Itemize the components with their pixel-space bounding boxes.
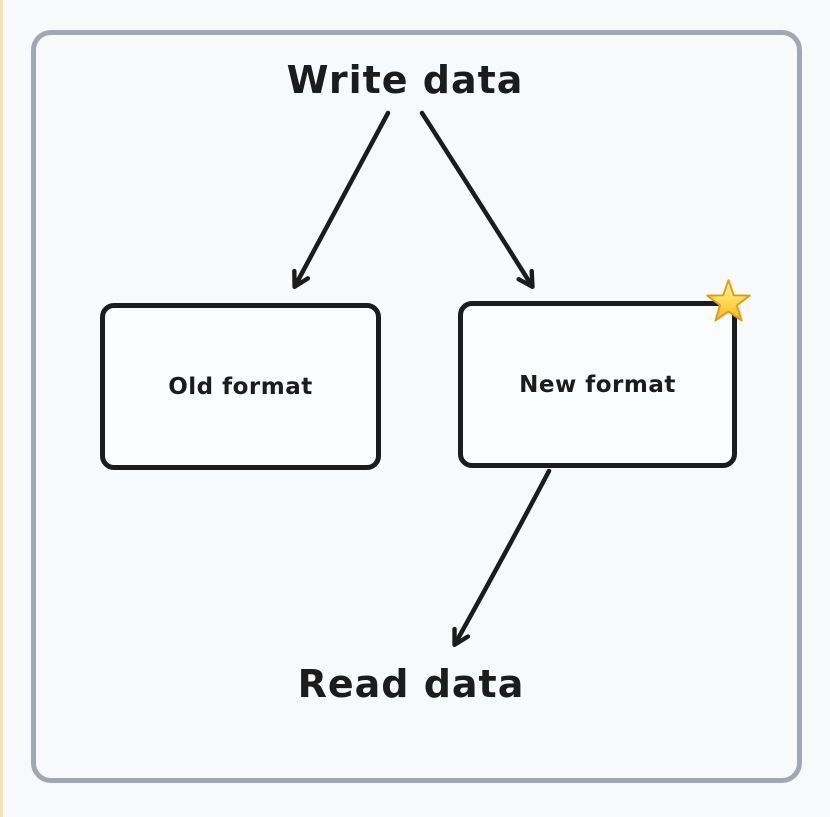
old-format-label: Old format <box>168 373 313 400</box>
write-data-label: Write data <box>286 58 524 102</box>
diagram-frame <box>31 30 802 783</box>
read-data-label: Read data <box>297 662 525 706</box>
star-icon <box>706 279 751 322</box>
old-format-node: Old format <box>100 303 381 470</box>
page-edge-strip <box>0 0 3 817</box>
new-format-label: New format <box>519 371 676 398</box>
new-format-node: New format <box>458 301 737 468</box>
